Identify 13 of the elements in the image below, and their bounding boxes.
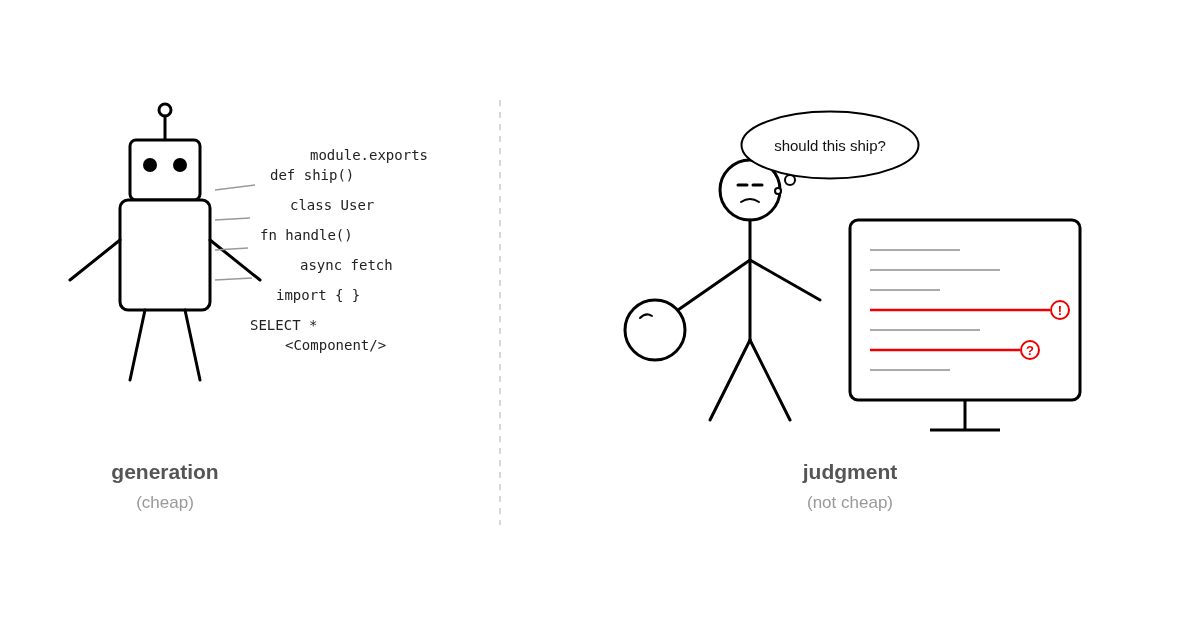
code-snippet: async fetch: [300, 256, 393, 274]
code-snippet: fn handle(): [260, 226, 353, 244]
code-snippet: import { }: [276, 286, 361, 304]
code-snippet: module.exports: [310, 146, 428, 164]
code-snippet: class User: [290, 196, 375, 214]
caption-heading: generation: [111, 460, 219, 484]
caption-heading: judgment: [802, 460, 898, 484]
code-snippet: SELECT *: [250, 316, 318, 334]
thought-bubble: should this ship?: [740, 110, 920, 180]
caption-subtitle: (not cheap): [807, 493, 893, 513]
code-snippet: def ship(): [270, 166, 355, 184]
caption-subtitle: (cheap): [136, 493, 194, 513]
code-snippet: <Component/>: [285, 336, 387, 354]
